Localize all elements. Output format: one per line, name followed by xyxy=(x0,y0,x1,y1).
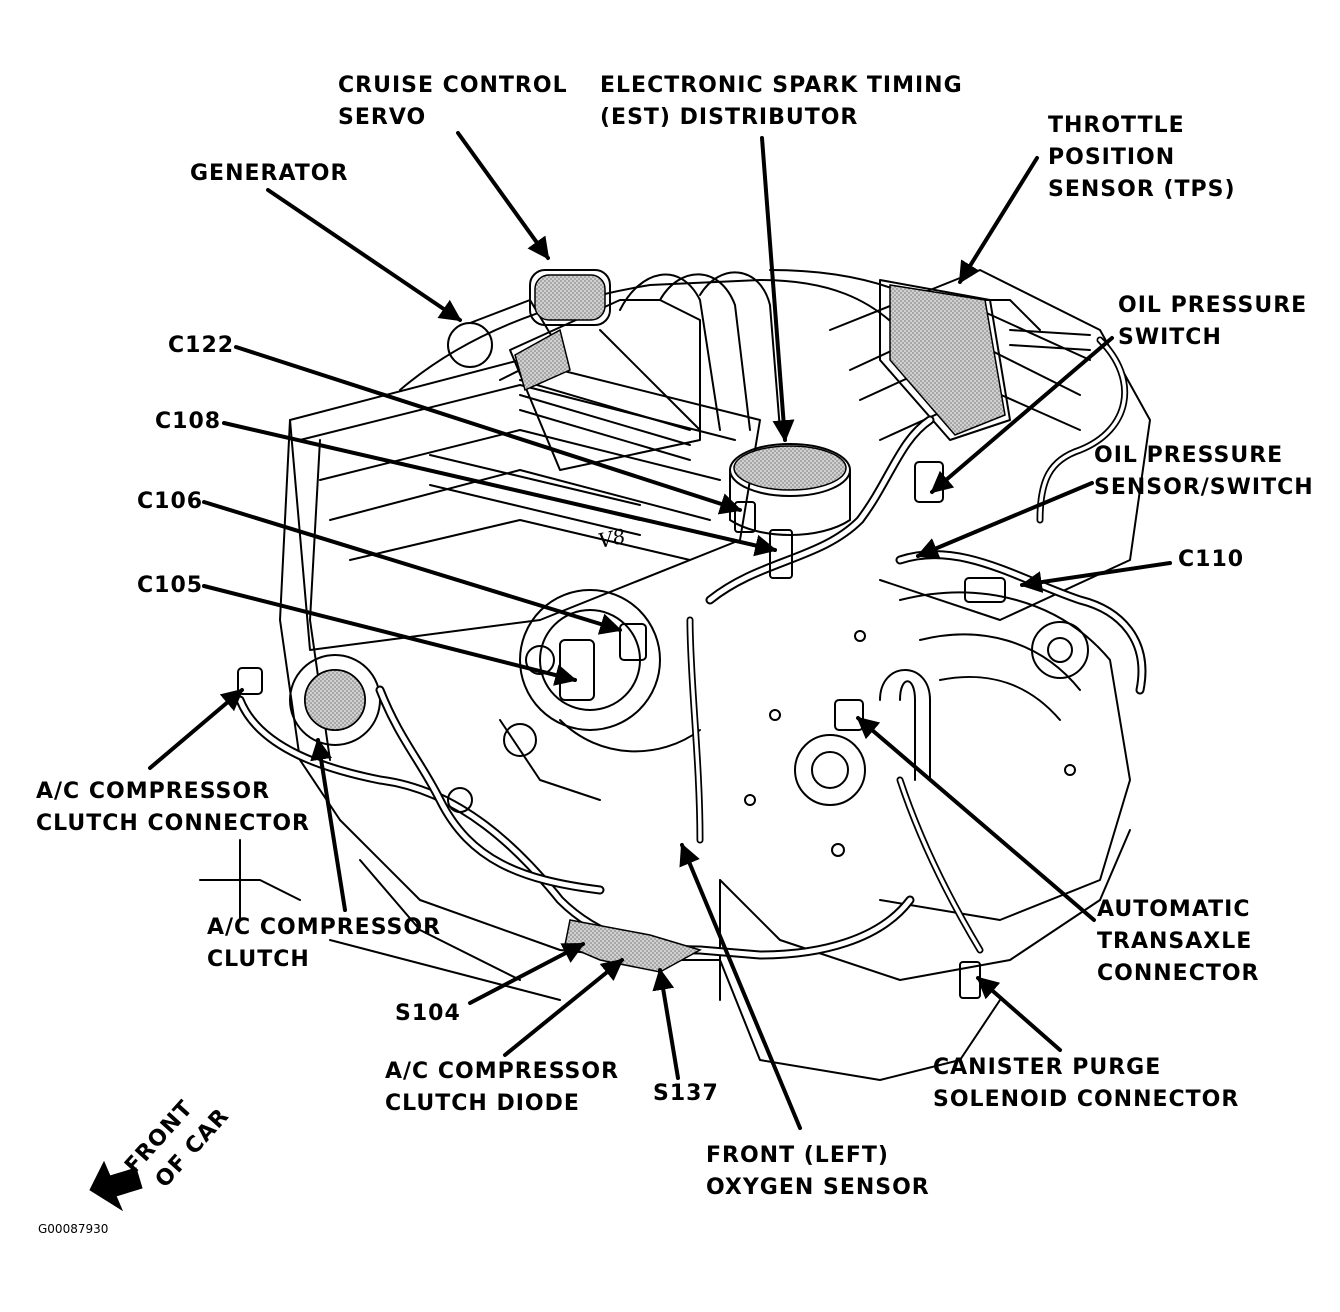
arrow-ac-compressor-clutch-diode xyxy=(503,958,624,1057)
label-ac-compressor-clutch-connector: A/C COMPRESSOR CLUTCH CONNECTOR xyxy=(36,779,310,836)
arrow-generator xyxy=(266,188,462,322)
figure-code: G00087930 xyxy=(38,1222,109,1236)
arrow-s137 xyxy=(652,967,680,1080)
arrow-oil-pressure-sensor-switch xyxy=(915,481,1094,559)
arrow-ac-compressor-clutch xyxy=(310,737,347,912)
engine-linework xyxy=(199,269,1151,1081)
arrow-c108 xyxy=(222,421,778,557)
arrow-s104 xyxy=(468,942,585,1005)
arrow-c110 xyxy=(1019,561,1172,593)
arrow-canister-purge-solenoid-connector xyxy=(976,976,1062,1052)
label-c122: C122 xyxy=(168,333,235,358)
arrow-cruise-control-servo xyxy=(456,131,550,260)
label-front-left-oxygen-sensor: FRONT (LEFT) OXYGEN SENSOR xyxy=(706,1143,930,1200)
arrow-front-left-oxygen-sensor xyxy=(679,842,802,1130)
arrow-est-distributor xyxy=(760,136,795,443)
label-c108: C108 xyxy=(155,409,222,434)
shaded-components xyxy=(304,274,1006,973)
label-automatic-transaxle-connector: AUTOMATIC TRANSAXLE CONNECTOR xyxy=(1097,897,1260,986)
label-ac-compressor-clutch-diode: A/C COMPRESSOR CLUTCH DIODE xyxy=(385,1059,620,1116)
engine-badge: V8 xyxy=(596,524,628,553)
arrow-c122 xyxy=(234,345,743,515)
label-oil-pressure-switch: OIL PRESSURE SWITCH xyxy=(1118,293,1308,350)
label-ac-compressor-clutch: A/C COMPRESSOR CLUTCH xyxy=(207,915,442,972)
arrow-c106 xyxy=(202,500,623,635)
leader-arrows xyxy=(148,131,1172,1130)
label-throttle-position-sensor: THROTTLE POSITION SENSOR (TPS) xyxy=(1048,113,1236,202)
arrow-ac-compressor-clutch-connector xyxy=(148,688,244,770)
label-s137: S137 xyxy=(653,1081,719,1106)
label-oil-pressure-sensor-switch: OIL PRESSURE SENSOR/SWITCH xyxy=(1094,443,1314,500)
arrow-oil-pressure-switch xyxy=(930,336,1114,494)
label-c105: C105 xyxy=(137,573,204,598)
front-of-car-arrow xyxy=(89,1160,143,1212)
label-c106: C106 xyxy=(137,489,204,514)
arrow-c105 xyxy=(202,584,578,686)
label-cruise-control-servo: CRUISE CONTROL SERVO xyxy=(338,73,568,130)
arrow-throttle-position-sensor xyxy=(958,156,1039,284)
label-generator: GENERATOR xyxy=(190,161,349,186)
label-s104: S104 xyxy=(395,1001,461,1026)
label-c110: C110 xyxy=(1178,547,1245,572)
label-est-distributor: ELECTRONIC SPARK TIMING (EST) DISTRIBUTO… xyxy=(600,73,963,130)
label-canister-purge-solenoid-connector: CANISTER PURGE SOLENOID CONNECTOR xyxy=(933,1055,1240,1112)
arrow-automatic-transaxle-connector xyxy=(856,716,1096,922)
